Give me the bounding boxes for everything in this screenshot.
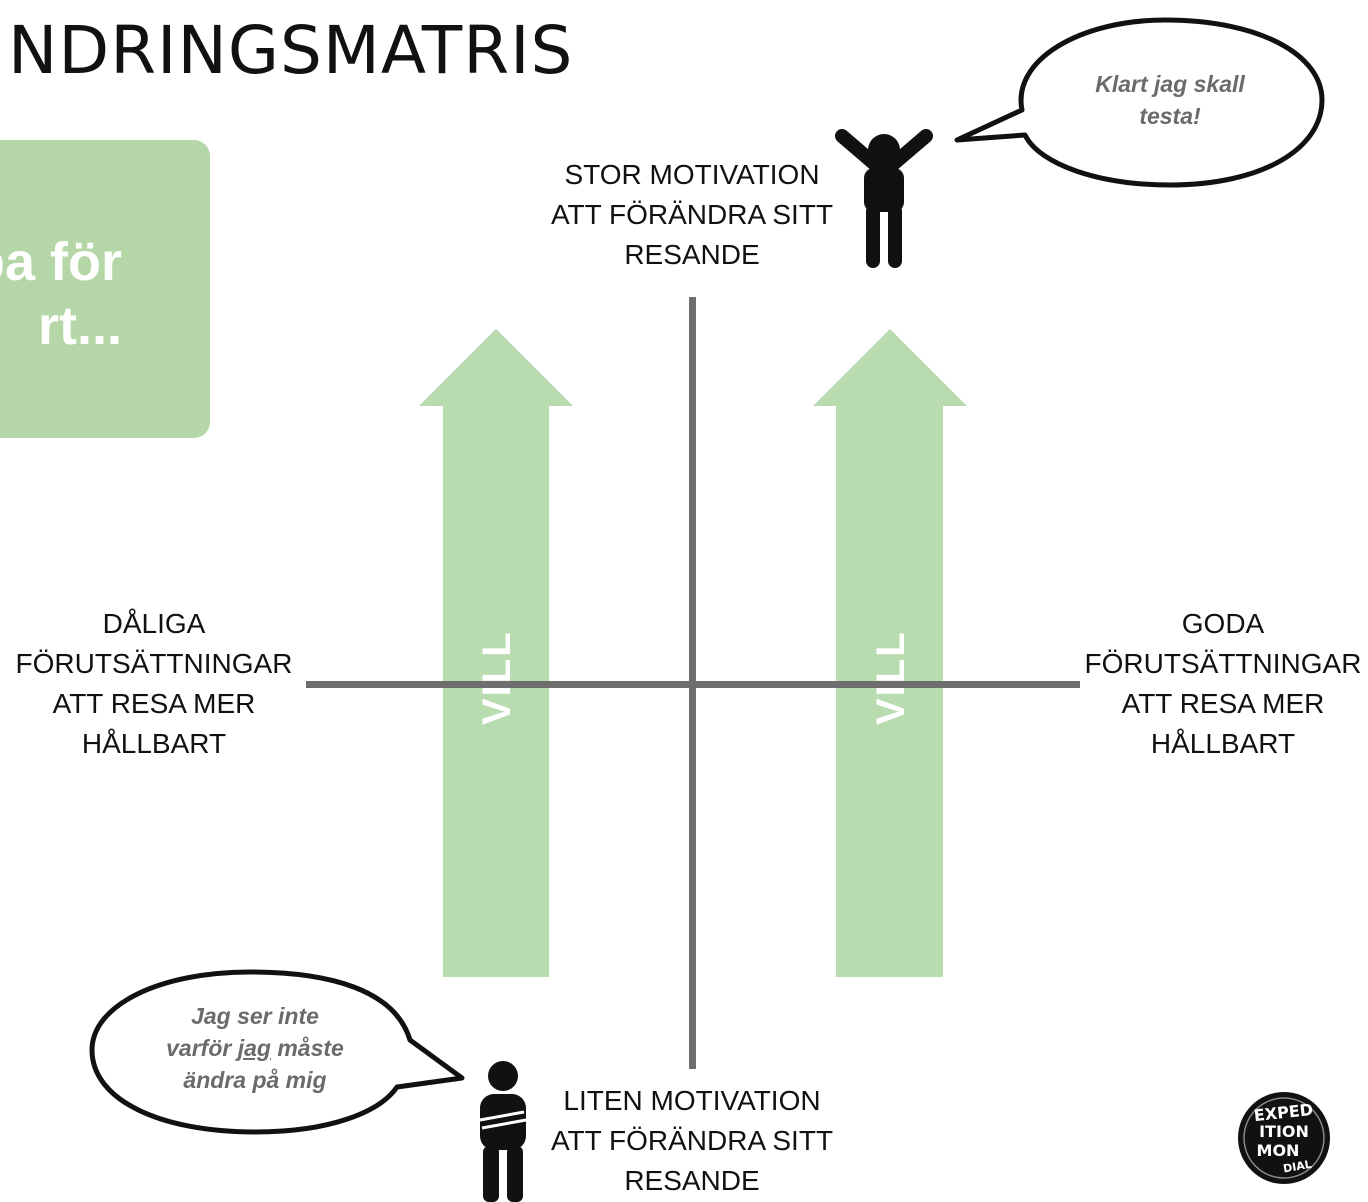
logo-line-4: DIAL bbox=[1282, 1158, 1313, 1176]
page-title: NDRINGSMATRIS bbox=[8, 12, 574, 89]
logo-line-3: MON bbox=[1257, 1141, 1300, 1160]
speech-bubble-top-line-1: Klart jag skall bbox=[1095, 71, 1245, 97]
speech-bubble-bottom-text: Jag ser inte varför jag måste ändra på m… bbox=[145, 1000, 365, 1096]
speech-bubble-bottom-prefix: varför bbox=[166, 1035, 238, 1061]
info-card-line-1: ba för bbox=[0, 232, 122, 292]
speech-bubble-top-text: Klart jag skall testa! bbox=[1065, 68, 1275, 132]
speech-bubble-bottom-line-1: Jag ser inte bbox=[191, 1003, 319, 1029]
info-card-line-2: rt... bbox=[37, 296, 122, 356]
cheering-person-icon bbox=[835, 129, 933, 268]
arms-crossed-person-icon bbox=[479, 1061, 527, 1202]
speech-bubble-bottom-suffix: måste bbox=[270, 1035, 344, 1061]
right-label: GODA FÖRUTSÄTTNINGAR ATT RESA MER HÅLLBA… bbox=[1084, 608, 1362, 759]
logo-line-2: ITION bbox=[1259, 1122, 1309, 1141]
horizontal-axis bbox=[306, 681, 1080, 688]
bottom-label: LITEN MOTIVATION ATT FÖRÄNDRA SITT RESAN… bbox=[550, 1085, 834, 1196]
left-label: DÅLIGA FÖRUTSÄTTNINGAR ATT RESA MER HÅLL… bbox=[15, 608, 293, 759]
expedition-mondial-logo: EXPED ITION MON DIAL bbox=[1238, 1092, 1330, 1184]
arrow-right-label: VILL bbox=[869, 630, 913, 725]
speech-bubble-top-line-2: testa! bbox=[1139, 103, 1201, 129]
arrow-left-label: VILL bbox=[475, 630, 519, 725]
info-card-text: ba för rt... bbox=[0, 230, 122, 358]
top-label: STOR MOTIVATION ATT FÖRÄNDRA SITT RESAND… bbox=[550, 159, 834, 270]
speech-bubble-bottom-line-2: varför jag måste bbox=[145, 1032, 365, 1064]
speech-bubble-bottom-underlined: jag bbox=[237, 1035, 271, 1061]
info-card: ba för rt... bbox=[0, 140, 210, 438]
speech-bubble-bottom-line-3: ändra på mig bbox=[183, 1067, 327, 1093]
